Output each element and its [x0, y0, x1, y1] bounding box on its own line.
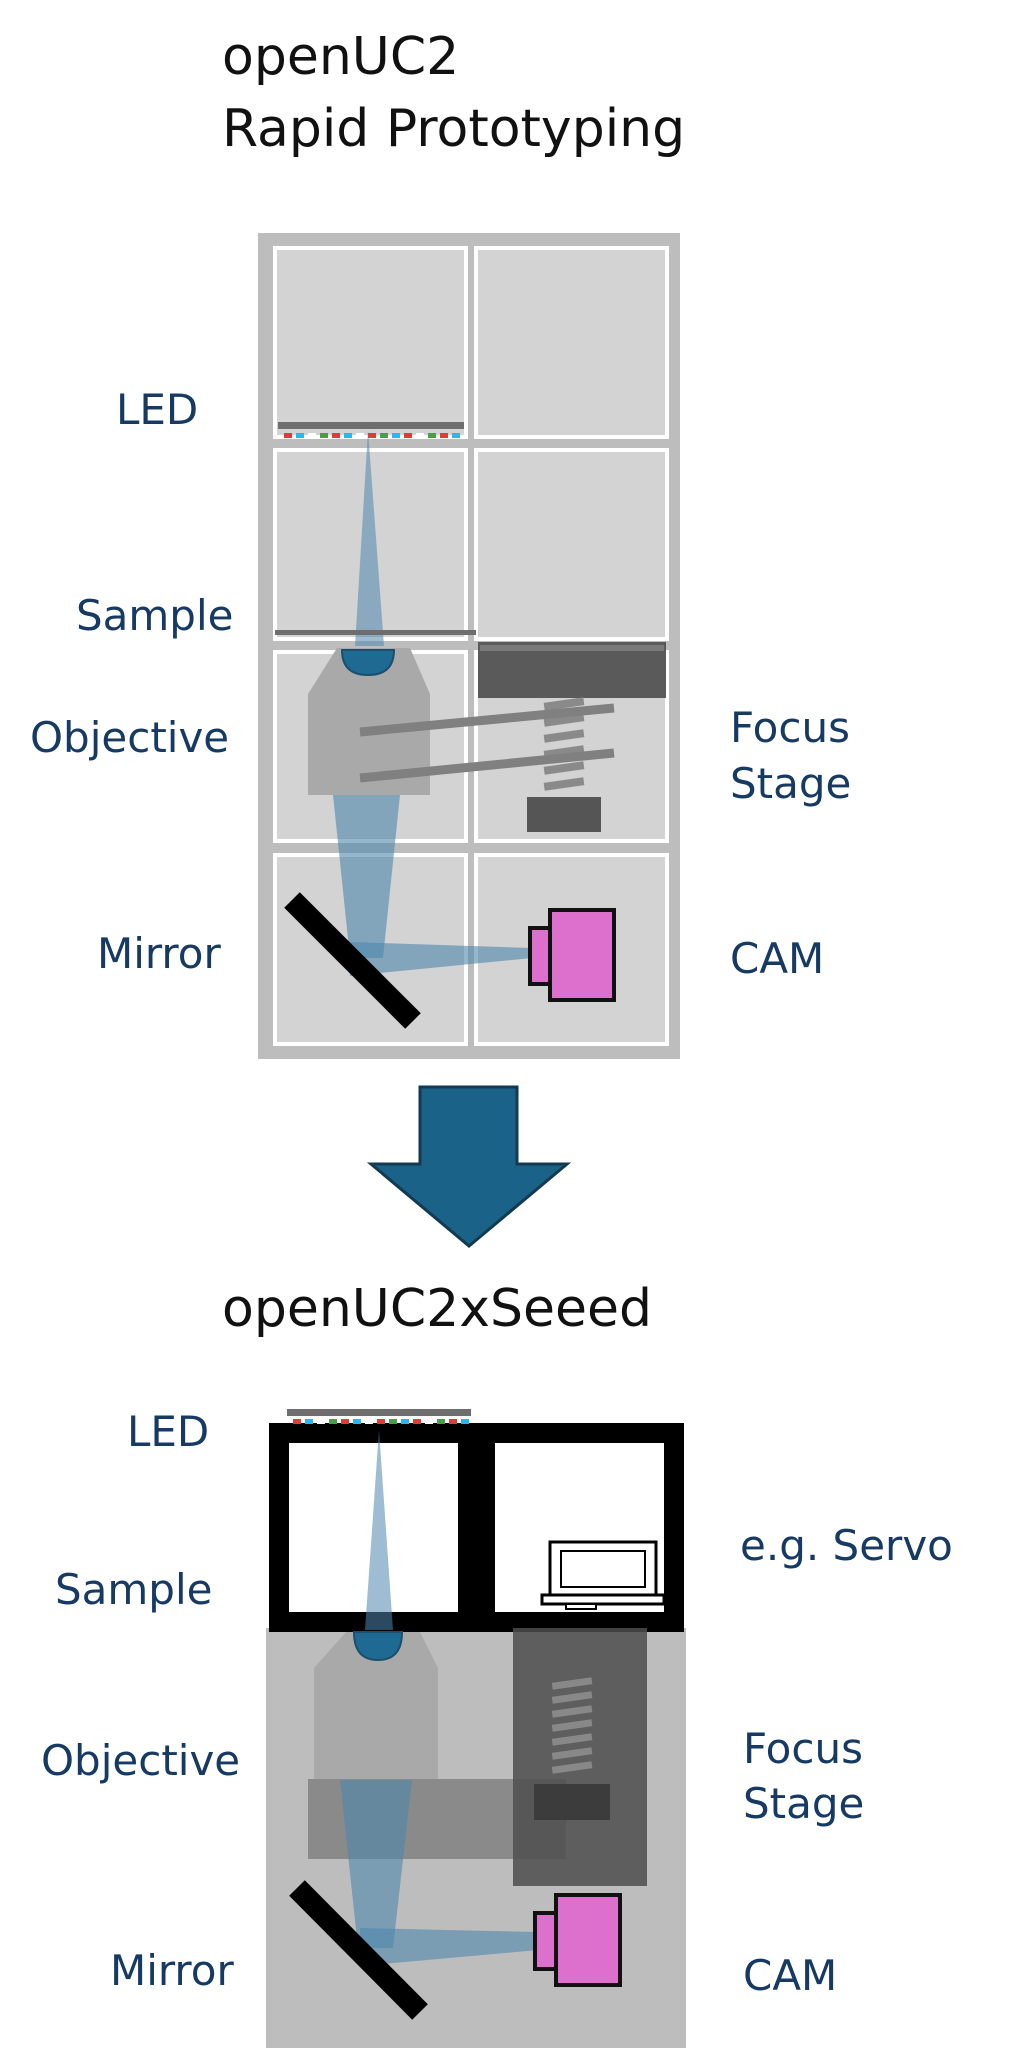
bottom-servo-laptop-icon	[540, 1540, 666, 1610]
top-camera	[528, 908, 616, 1002]
bottom-label-mirror: Mirror	[110, 1946, 234, 1995]
bottom-label-cam: CAM	[743, 1951, 837, 2000]
bottom-mirror	[289, 1880, 428, 2020]
top-objective	[308, 648, 430, 795]
transition-arrow	[366, 1085, 572, 1248]
top-camera-beam	[350, 942, 532, 976]
top-illumination-beam	[355, 430, 384, 646]
top-label-led: LED	[116, 385, 198, 434]
top-mirror	[284, 892, 421, 1029]
bottom-lens	[352, 1631, 404, 1662]
top-focus-stage	[478, 642, 666, 832]
top-label-focus: Focus	[730, 703, 850, 752]
bottom-label-stage: Stage	[743, 1779, 864, 1828]
bottom-detection-beam	[340, 1780, 412, 1948]
bottom-led-array	[287, 1409, 471, 1424]
top-title-line2: Rapid Prototyping	[222, 99, 685, 159]
top-title-line1: openUC2	[222, 27, 459, 87]
top-label-objective: Objective	[30, 713, 229, 762]
bottom-title: openUC2xSeeed	[222, 1279, 652, 1339]
bottom-objective	[314, 1632, 438, 1780]
bottom-focus-stage	[513, 1628, 647, 1886]
top-sample-slide	[275, 630, 476, 635]
bottom-illumination-beam	[365, 1430, 393, 1630]
bottom-label-led: LED	[127, 1407, 209, 1456]
top-detection-beam	[333, 795, 400, 958]
top-lens	[340, 649, 396, 677]
top-label-sample: Sample	[76, 591, 233, 640]
top-led-array	[278, 422, 464, 438]
bottom-camera	[533, 1893, 622, 1987]
bottom-label-objective: Objective	[41, 1736, 240, 1785]
bottom-camera-beam	[360, 1928, 538, 1966]
top-label-cam: CAM	[730, 934, 824, 983]
bottom-seeed-frame	[269, 1423, 684, 1632]
top-label-stage: Stage	[730, 759, 851, 808]
bottom-label-servo: e.g. Servo	[740, 1521, 953, 1570]
bottom-label-sample: Sample	[55, 1565, 212, 1614]
top-stage-arms	[359, 703, 615, 783]
top-label-mirror: Mirror	[97, 929, 221, 978]
bottom-label-focus: Focus	[743, 1724, 863, 1773]
